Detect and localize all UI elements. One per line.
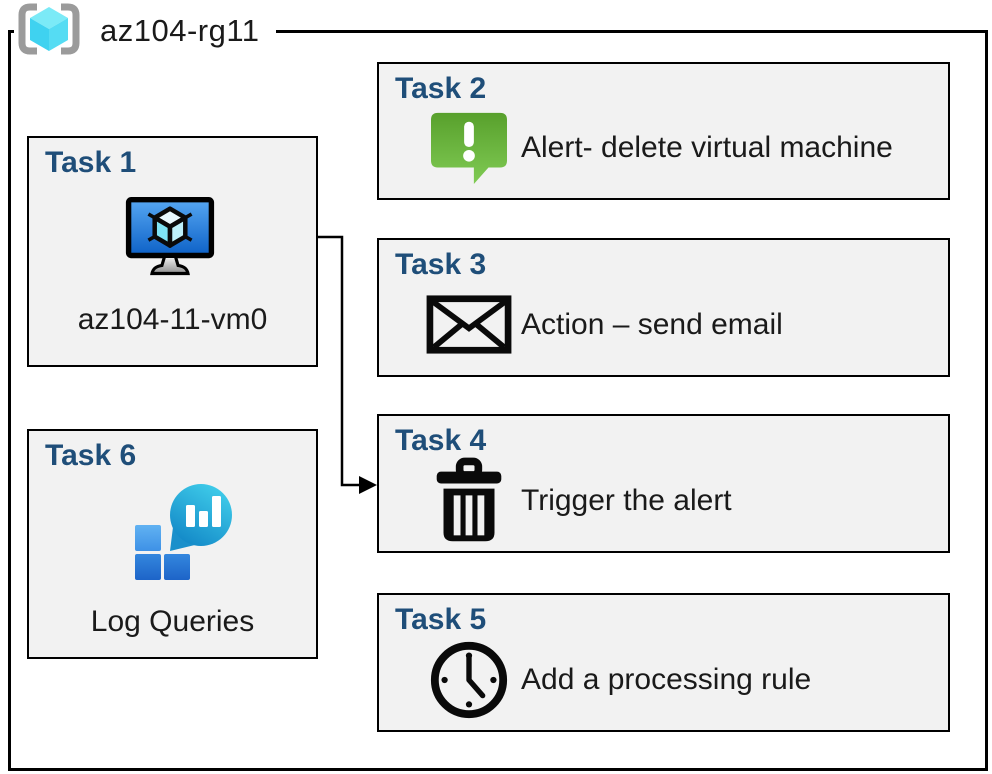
task3-label: Action – send email — [521, 307, 783, 341]
task5-title: Task 5 — [395, 603, 487, 636]
email-icon — [417, 294, 521, 355]
task1-box: Task 1 az104-11-vm0 — [27, 136, 318, 367]
task6-title: Task 6 — [45, 439, 137, 472]
task4-box: Task 4 Trigger the alert — [377, 414, 950, 553]
task3-box: Task 3 Action – send email — [377, 238, 950, 377]
task6-box: Task 6 Log Queries — [27, 429, 318, 659]
log-queries-icon — [133, 483, 237, 586]
resource-group-name: az104-rg11 — [100, 13, 260, 48]
task2-label: Alert- delete virtual machine — [521, 131, 893, 164]
resource-group-icon — [16, 2, 82, 61]
task4-label: Trigger the alert — [521, 483, 732, 517]
task1-title: Task 1 — [45, 146, 137, 179]
task5-label: Add a processing rule — [521, 662, 812, 696]
task1-vm-name: az104-11-vm0 — [77, 303, 268, 336]
task6-label: Log Queries — [90, 605, 255, 638]
task5-box: Task 5 Add a processing rule — [377, 593, 950, 732]
trash-icon — [417, 457, 521, 544]
resource-group-header: az104-rg11 — [14, 2, 276, 60]
task2-box: Task 2 Alert- delete virtual machine — [377, 62, 950, 200]
task3-title: Task 3 — [395, 248, 487, 281]
clock-icon — [417, 639, 521, 721]
alert-icon — [417, 110, 521, 186]
task2-title: Task 2 — [395, 72, 487, 105]
task4-title: Task 4 — [395, 424, 487, 457]
virtual-machine-icon — [125, 196, 215, 284]
